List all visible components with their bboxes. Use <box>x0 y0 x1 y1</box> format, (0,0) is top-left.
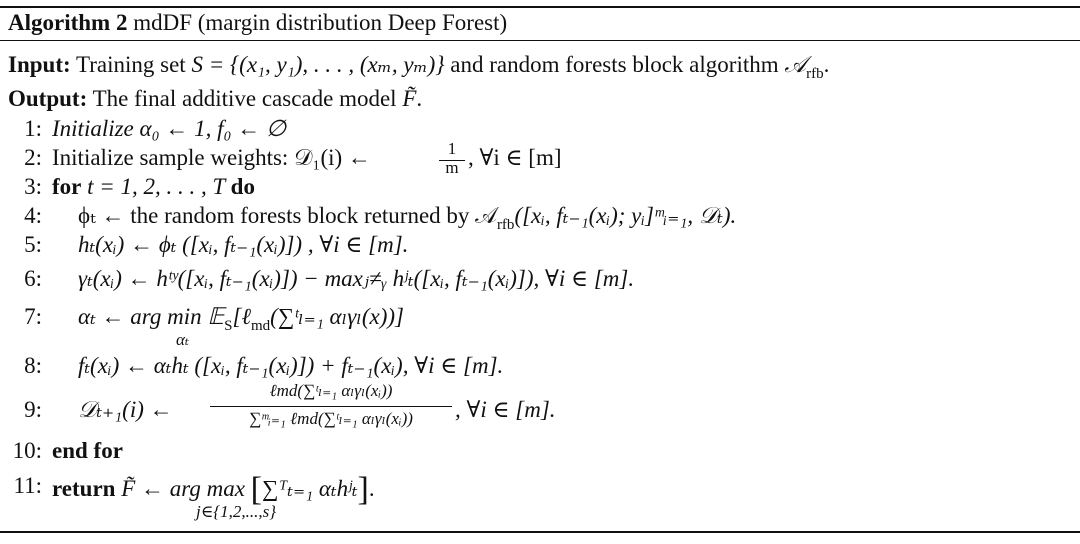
input-text-b: and random forests block algorithm <box>444 52 785 77</box>
line-2-statement: Initialize sample weights: 𝒟₁(i) ← <box>52 143 371 173</box>
algo-sub: rfb <box>806 66 824 82</box>
line-7-statement: αₜ ← arg min 𝔼S[ℓmd(∑ᵗₗ₌₁ αₗγₗ(x))] <box>78 302 404 335</box>
right-bracket: ] <box>357 471 369 508</box>
line-11-text: F̃ ← arg max <box>115 476 251 501</box>
line-number: 7: <box>24 304 42 329</box>
input-text-a: Training set <box>76 52 192 77</box>
line-9-frac-den-text: ∑ᵐᵢ₌₁ ℓmd(∑ᵗₗ₌₁ αₗγₗ(xᵢ)) <box>249 409 413 428</box>
line-4-statement: ϕₜ ← the random forests block returned b… <box>78 201 736 234</box>
title-rule <box>0 40 1080 42</box>
line-number: 1: <box>24 116 42 141</box>
line-7-sub2: md <box>251 318 271 334</box>
line-9-frac-den: ∑ᵐᵢ₌₁ ℓmd(∑ᵗₗ₌₁ αₗγₗ(xᵢ)) <box>208 409 454 429</box>
left-bracket: [ <box>250 471 262 508</box>
line-9-statement: 𝒟ₜ₊₁(i) ← <box>78 395 173 425</box>
fraction-bar <box>439 160 465 162</box>
line-5-text: hₜ(xᵢ) ← ϕₜ ([xᵢ, fₜ₋₁(xᵢ)]) , ∀i ∈ [m]. <box>78 232 409 257</box>
algorithm-title: Algorithm 2 mdDF (margin distribution De… <box>8 7 507 39</box>
line-9-tail: , ∀i ∈ [m]. <box>455 395 556 425</box>
output-label: Output: <box>8 86 88 111</box>
line-2-frac-den: m <box>445 158 459 177</box>
line-11-statement: return F̃ ← arg max [∑ᵀₜ₌₁ αₜhʲₜ]. <box>52 471 375 507</box>
line-2-tail: , ∀i ∈ [m] <box>468 145 562 170</box>
input-math: S = {(x₁, y₁), . . . , (xₘ, yₘ)} <box>191 52 445 77</box>
line-3-statement: for t = 1, 2, . . . , T do <box>52 172 255 202</box>
line-4-tail: ([xᵢ, fₜ₋₁(xᵢ); yᵢ]ᵐᵢ₌₁, 𝒟ₜ). <box>514 203 737 228</box>
line-11-under: j∈{1,2,...,s} <box>196 502 277 521</box>
line-7-sub: S <box>224 318 233 334</box>
line-11-bracket-body: ∑ᵀₜ₌₁ αₜhʲₜ <box>262 476 358 501</box>
line-6-text: γₜ(xᵢ) ← hᵗʸ([xᵢ, fₜ₋₁(xᵢ)]) − maxⱼ≠ᵧ hʲ… <box>78 266 635 291</box>
line-number: 10: <box>12 438 42 463</box>
line-number: 11: <box>13 473 42 498</box>
line-10-statement: end for <box>52 436 123 466</box>
keyword-for: for <box>52 174 82 199</box>
line-number: 2: <box>24 145 42 170</box>
line-1-statement: Initialize α₀ ← 1, f₀ ← ∅ <box>52 114 286 144</box>
line-6-statement: γₜ(xᵢ) ← hᵗʸ([xᵢ, fₜ₋₁(xᵢ)]) − maxⱼ≠ᵧ hʲ… <box>78 264 634 294</box>
line-7-text: αₜ ← arg min 𝔼 <box>78 304 225 329</box>
line-9-text: 𝒟ₜ₊₁(i) ← <box>78 397 173 422</box>
output-text: The final additive cascade model <box>92 86 403 111</box>
line-number: 3: <box>24 174 42 199</box>
line-number: 8: <box>24 353 42 378</box>
line-2-frac-num: 1 <box>447 139 457 158</box>
algorithm-name: mdDF (margin distribution Deep Forest) <box>133 10 508 35</box>
line-number: 5: <box>24 232 42 257</box>
output-end: . <box>416 86 423 111</box>
line-7-under: αₜ <box>176 330 190 349</box>
top-rule <box>0 6 1080 8</box>
line-9-tail-text: , ∀i ∈ [m]. <box>455 397 556 422</box>
line-11-tail: . <box>368 476 375 501</box>
line-number: 9: <box>24 397 42 422</box>
keyword-do: do <box>230 174 255 199</box>
output-line: Output: The final additive cascade model… <box>8 84 422 114</box>
input-end: . <box>823 52 830 77</box>
line-9-frac-num-text: ℓmd(∑ᵗₗ₌₁ αₗγₗ(xᵢ)) <box>269 381 393 400</box>
keyword-end-for: end for <box>52 438 123 463</box>
line-number: 6: <box>24 266 42 291</box>
output-model: F̃ <box>402 86 417 111</box>
line-8-statement: fₜ(xᵢ) ← αₜhₜ ([xᵢ, fₜ₋₁(xᵢ)]) + fₜ₋₁(xᵢ… <box>78 351 503 381</box>
line-number: 4: <box>24 203 42 228</box>
line-7-tail: [ℓ <box>232 304 251 329</box>
line-4-sub: rfb <box>496 217 515 233</box>
input-label: Input: <box>8 52 71 77</box>
algo-symbol: 𝒜 <box>784 52 807 78</box>
line-1-text: Initialize α₀ ← 1, f₀ ← ∅ <box>52 116 287 141</box>
bottom-rule <box>0 531 1080 533</box>
line-3-text: t = 1, 2, . . . , T <box>81 174 231 199</box>
fraction-bar <box>210 406 452 408</box>
algorithm-label: Algorithm 2 <box>8 10 128 35</box>
line-4-text: ϕₜ ← the random forests block returned b… <box>78 203 497 228</box>
line-8-text: fₜ(xᵢ) ← αₜhₜ ([xᵢ, fₜ₋₁(xᵢ)]) + fₜ₋₁(xᵢ… <box>78 353 504 378</box>
keyword-return: return <box>52 476 116 501</box>
input-line: Input: Training set S = {(x₁, y₁), . . .… <box>8 50 829 83</box>
line-5-statement: hₜ(xᵢ) ← ϕₜ ([xᵢ, fₜ₋₁(xᵢ)]) , ∀i ∈ [m]. <box>78 230 408 260</box>
line-2-text: Initialize sample weights: 𝒟₁(i) ← <box>52 145 371 170</box>
line-7-tail2: (∑ᵗₗ₌₁ αₗγₗ(x))] <box>270 304 404 329</box>
line-9-frac-num: ℓmd(∑ᵗₗ₌₁ αₗγₗ(xᵢ)) <box>208 381 454 401</box>
